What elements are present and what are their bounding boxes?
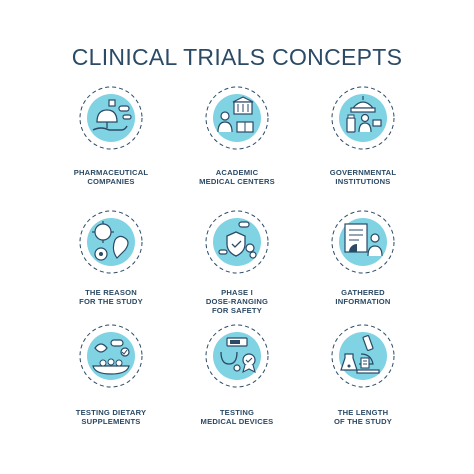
page-title: CLINICAL TRIALS CONCEPTS	[71, 44, 403, 70]
university-doctor-icon	[205, 86, 269, 150]
shield-pills-icon	[205, 210, 269, 274]
pills-hand-icon	[79, 86, 143, 150]
microscope-flask-icon	[331, 324, 395, 388]
report-chart-icon	[331, 210, 395, 274]
government-dome-icon	[331, 86, 395, 150]
supplements-icon	[79, 324, 143, 388]
medical-devices-icon	[205, 324, 269, 388]
virus-heart-icon	[79, 210, 143, 274]
